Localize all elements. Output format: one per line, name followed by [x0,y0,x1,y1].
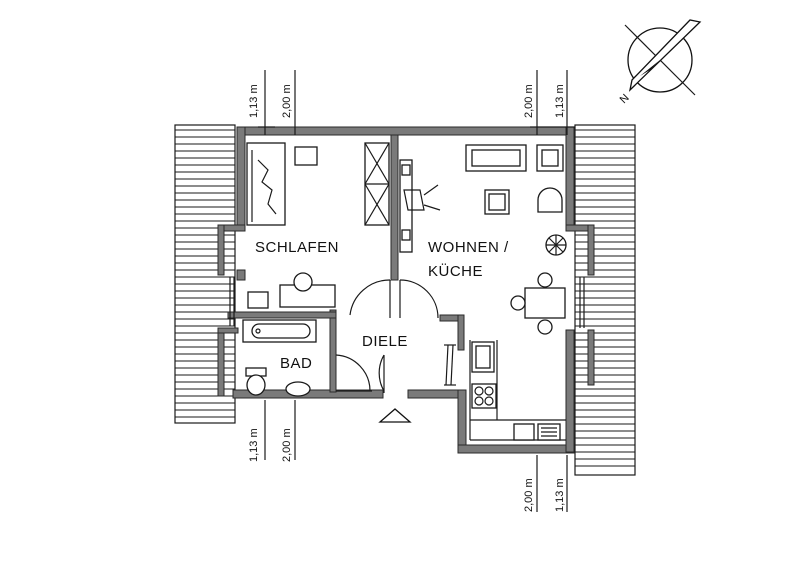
outer-walls [217,126,595,454]
roof-slope-right [575,129,635,467]
window-left [229,277,235,326]
dim-top-right-1: 2,00 m [523,84,535,118]
hall-shelf [444,344,456,386]
bed [246,142,286,226]
entrance-triangle-icon [378,408,412,423]
dining-table [510,272,566,335]
wardrobe [364,142,390,226]
room-label-schlafen: SCHLAFEN [255,239,339,256]
door-entrance [378,354,385,393]
roof-outline-right [574,124,636,476]
window-right [579,277,585,328]
door-schlafen [349,279,391,318]
dim-bottom-right-1: 2,00 m [523,478,535,512]
compass-north-icon: N [618,19,702,106]
sofa [465,144,527,172]
sink-icon [513,423,561,441]
dimension-lines [258,70,575,512]
washbasin [285,381,311,397]
desk [247,272,336,309]
roof-slope-left [175,129,235,418]
roof-outline-left [174,124,236,424]
lamp-chair [537,187,563,213]
dim-top-left-1: 1,13 m [248,84,260,118]
plant-icon [545,234,567,256]
dim-bottom-right-2: 1,13 m [554,478,566,512]
nightstand [294,146,318,166]
toilet [245,367,267,396]
dim-bottom-left-1: 1,13 m [248,428,260,462]
room-label-bad: BAD [280,355,312,372]
dim-top-right-2: 1,13 m [554,84,566,118]
room-label-kueche: KÜCHE [428,262,483,280]
room-label-diele: DIELE [362,333,408,350]
bathtub [242,319,317,343]
media-unit [399,159,441,253]
door-bad [335,354,372,392]
door-wohnen [399,279,439,319]
dim-top-left-2: 2,00 m [281,84,293,118]
north-label: N [618,92,632,106]
dim-bottom-left-2: 2,00 m [281,428,293,462]
interior-walls [227,134,465,393]
stove-icon [471,383,497,409]
room-label-wohnen: WOHNEN / [428,239,509,256]
armchair [536,144,564,172]
